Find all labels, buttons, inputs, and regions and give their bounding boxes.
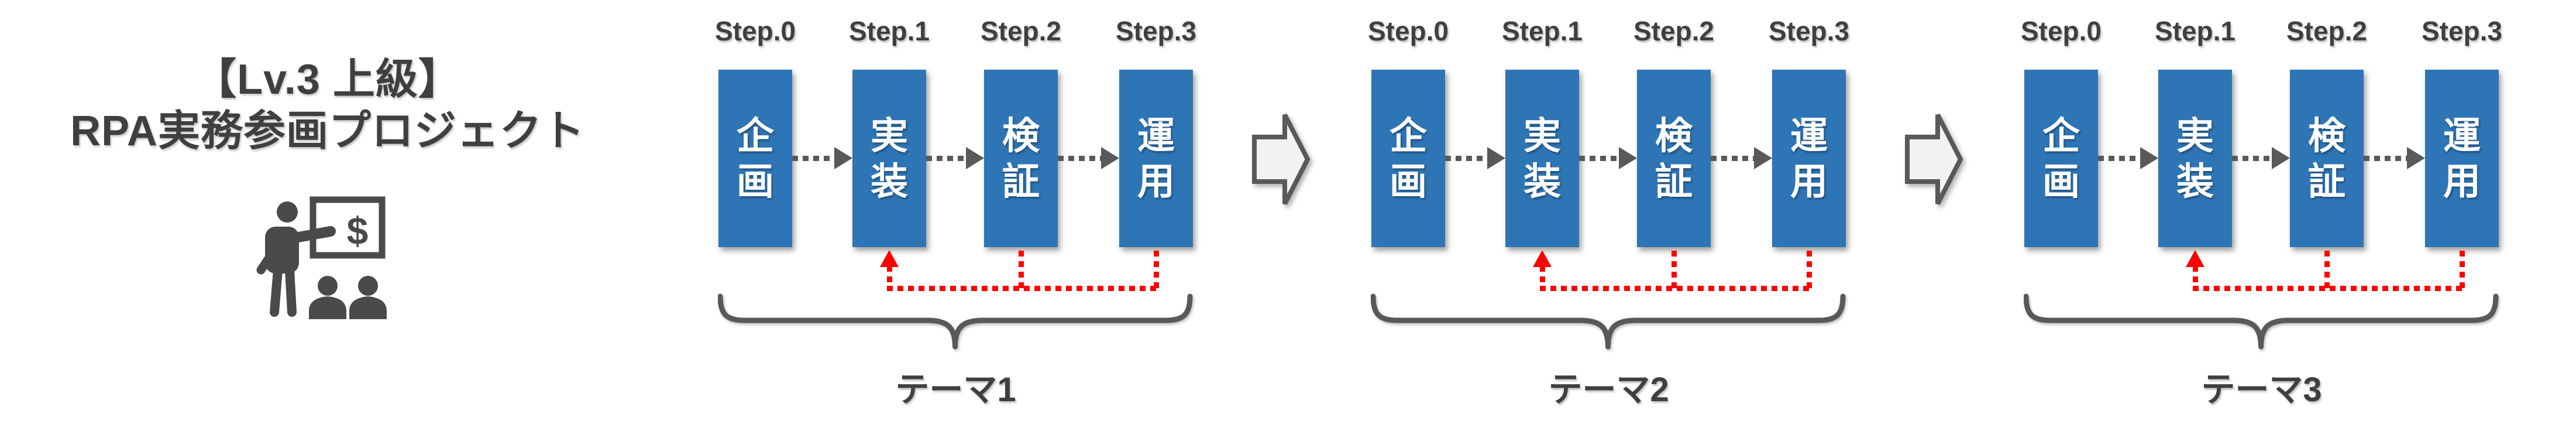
theme-label: テーマ1 bbox=[895, 371, 1016, 409]
feedback-line-horizontal bbox=[2193, 286, 2465, 291]
flow-connector bbox=[2232, 147, 2290, 169]
feedback-line-return bbox=[2193, 266, 2198, 289]
stage-box-label: 検 証 bbox=[2308, 114, 2345, 203]
dotted-line bbox=[792, 156, 837, 161]
feedback-arrowhead-icon bbox=[2186, 250, 2204, 267]
step-label: Step.2 bbox=[2286, 16, 2368, 46]
step-label: Step.0 bbox=[2020, 16, 2102, 46]
feedback-line-from-verification bbox=[1672, 251, 1677, 288]
next-theme-arrow-icon bbox=[1252, 114, 1311, 205]
stage-box-label: 運 用 bbox=[2443, 114, 2481, 203]
theme-brace bbox=[1371, 293, 1846, 350]
stage-box-implementation: 実 装 bbox=[1505, 70, 1579, 247]
dotted-line bbox=[926, 156, 968, 161]
stage-box-planning: 企 画 bbox=[1371, 70, 1445, 247]
dotted-line bbox=[2232, 156, 2274, 161]
presenter-figure bbox=[256, 201, 336, 317]
audience-figures bbox=[309, 276, 387, 319]
stage-box-planning: 企 画 bbox=[718, 70, 792, 247]
stage-box-verification: 検 証 bbox=[2290, 70, 2364, 247]
stage-box-label: 企 画 bbox=[737, 114, 774, 203]
flow-connector bbox=[2364, 147, 2425, 169]
theme-group-2: Step.0 Step.1 Step.2 Step.3 企 画 実 装 検 証 … bbox=[1368, 0, 1849, 448]
step-label: Step.1 bbox=[1501, 16, 1583, 46]
feedback-line-from-operation bbox=[1154, 251, 1159, 288]
feedback-line-from-verification bbox=[2324, 251, 2330, 288]
feedback-line-horizontal bbox=[887, 286, 1159, 291]
arrowhead-icon bbox=[1754, 147, 1772, 169]
stage-box-verification: 検 証 bbox=[1637, 70, 1711, 247]
step-label: Step.3 bbox=[2421, 16, 2503, 46]
dollar-sign: $ bbox=[347, 209, 369, 252]
stage-box-operation: 運 用 bbox=[2425, 70, 2499, 247]
feedback-line-return bbox=[1540, 266, 1545, 289]
stage-box-label: 実 装 bbox=[871, 114, 908, 203]
title-line-1: 【Lv.3 上級】 bbox=[194, 56, 461, 103]
feedback-line-return bbox=[887, 266, 892, 289]
arrowhead-icon bbox=[1487, 147, 1505, 169]
flow-connector bbox=[1058, 147, 1119, 169]
arrowhead-icon bbox=[966, 147, 984, 169]
step-label: Step.3 bbox=[1115, 16, 1197, 46]
stage-box-label: 検 証 bbox=[1002, 114, 1040, 203]
title-line-2: RPA実務参画プロジェクト bbox=[70, 108, 585, 155]
stage-box-label: 運 用 bbox=[1137, 114, 1175, 203]
arrowhead-icon bbox=[1101, 147, 1119, 169]
arrowhead-icon bbox=[2140, 147, 2158, 169]
feedback-line-from-operation bbox=[2460, 251, 2465, 288]
feedback-line-from-verification bbox=[1019, 251, 1024, 288]
flow-connector bbox=[1579, 147, 1637, 169]
dotted-line bbox=[2098, 156, 2142, 161]
stage-box-label: 運 用 bbox=[1790, 114, 1828, 203]
stage-box-label: 企 画 bbox=[2042, 114, 2080, 203]
step-label: Step.1 bbox=[848, 16, 930, 46]
stage-box-label: 検 証 bbox=[1655, 114, 1693, 203]
step-label: Step.2 bbox=[980, 16, 1062, 46]
arrowhead-icon bbox=[1619, 147, 1637, 169]
stage-box-label: 実 装 bbox=[1523, 114, 1561, 203]
step-label: Step.1 bbox=[2154, 16, 2236, 46]
step-label: Step.0 bbox=[1367, 16, 1449, 46]
stage-box-planning: 企 画 bbox=[2024, 70, 2098, 247]
stage-box-label: 企 画 bbox=[1390, 114, 1427, 203]
theme-group-1: Step.0 Step.1 Step.2 Step.3 企 画 実 装 検 証 … bbox=[715, 0, 1196, 448]
flow-connector bbox=[926, 147, 984, 169]
theme-brace bbox=[718, 293, 1193, 350]
title-block: 【Lv.3 上級】 RPA実務参画プロジェクト bbox=[0, 54, 655, 157]
step-label: Step.2 bbox=[1633, 16, 1715, 46]
presentation-trainer-icon: $ bbox=[256, 196, 387, 319]
stage-box-implementation: 実 装 bbox=[852, 70, 926, 247]
feedback-arrowhead-icon bbox=[1533, 250, 1552, 267]
flow-connector bbox=[792, 147, 852, 169]
stage-box-label: 実 装 bbox=[2176, 114, 2214, 203]
feedback-line-horizontal bbox=[1540, 286, 1812, 291]
flow-connector bbox=[2098, 147, 2158, 169]
stage-box-operation: 運 用 bbox=[1772, 70, 1846, 247]
theme-group-3: Step.0 Step.1 Step.2 Step.3 企 画 実 装 検 証 … bbox=[2021, 0, 2502, 448]
arrowhead-icon bbox=[2407, 147, 2425, 169]
whiteboard-frame bbox=[309, 196, 386, 259]
arrowhead-icon bbox=[2272, 147, 2290, 169]
stage-box-implementation: 実 装 bbox=[2158, 70, 2232, 247]
stage-box-verification: 検 証 bbox=[984, 70, 1058, 247]
feedback-arrowhead-icon bbox=[880, 250, 899, 267]
dotted-line bbox=[1579, 156, 1621, 161]
arrowhead-icon bbox=[834, 147, 852, 169]
dotted-line bbox=[1445, 156, 1490, 161]
dotted-line bbox=[1058, 156, 1103, 161]
theme-label: テーマ2 bbox=[1548, 371, 1669, 409]
stage-box-operation: 運 用 bbox=[1119, 70, 1193, 247]
next-theme-arrow-icon bbox=[1905, 114, 1963, 205]
step-label: Step.0 bbox=[714, 16, 796, 46]
flow-connector bbox=[1711, 147, 1772, 169]
theme-brace bbox=[2024, 293, 2499, 350]
step-label: Step.3 bbox=[1768, 16, 1850, 46]
flow-connector bbox=[1445, 147, 1505, 169]
feedback-line-from-operation bbox=[1807, 251, 1812, 288]
dotted-line bbox=[2364, 156, 2409, 161]
theme-label: テーマ3 bbox=[2201, 371, 2322, 409]
dotted-line bbox=[1711, 156, 1756, 161]
